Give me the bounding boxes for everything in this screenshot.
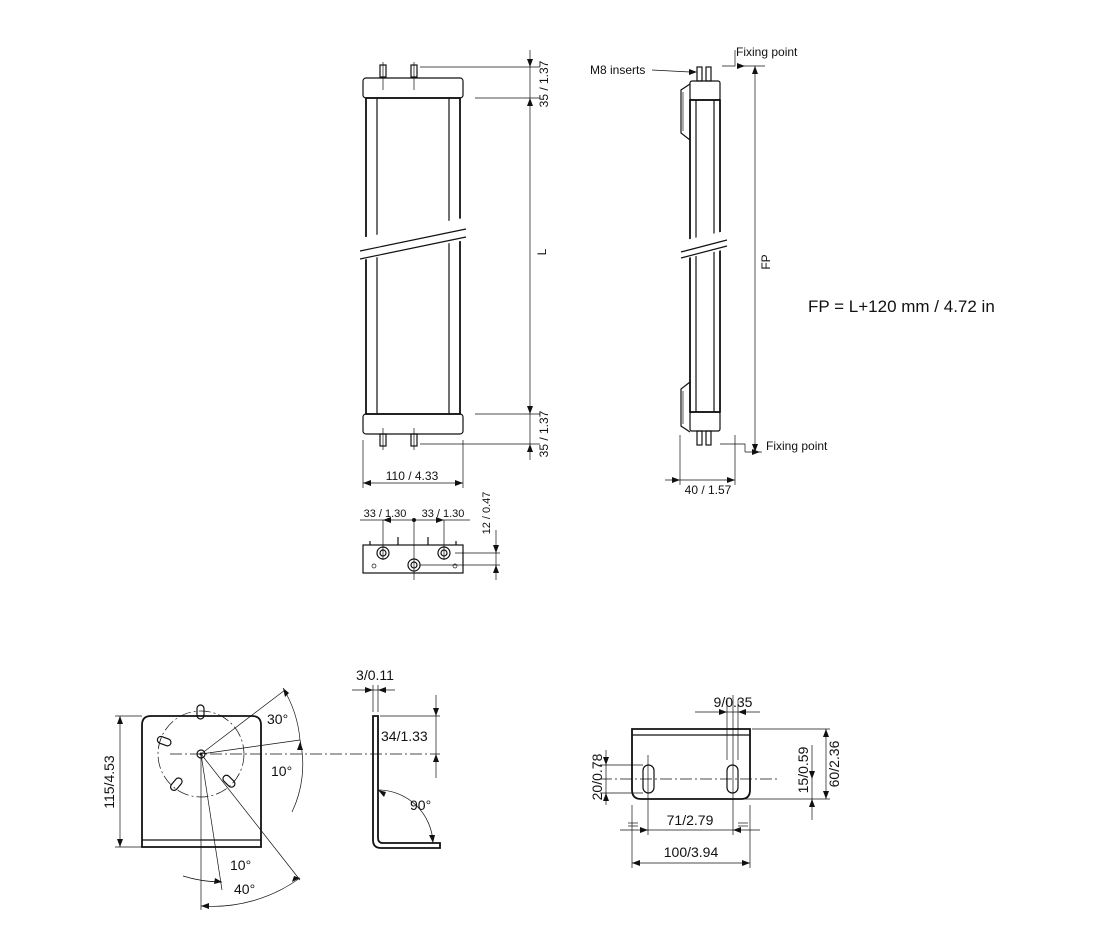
bracket-thickness-label: 3/0.11	[356, 667, 394, 683]
plate-20-label: 20/0.78	[589, 753, 605, 800]
plate-9-label: 9/0.35	[714, 694, 753, 710]
dim-top-label: 35 / 1.37	[537, 60, 551, 107]
dim-depth-label: 40 / 1.57	[685, 483, 732, 497]
angle-10-top-label: 10°	[271, 763, 292, 779]
angle-90-label: 90°	[410, 797, 431, 813]
end-cap-dim-height: 12 / 0.47	[481, 492, 493, 535]
plate-71-label: 71/2.79	[667, 812, 714, 828]
front-view: 35 / 1.37 L 35 / 1.37 110 / 4.33	[358, 50, 551, 488]
end-cap-dim-right: 33 / 1.30	[422, 508, 465, 520]
fixing-point-top-label: Fixing point	[736, 45, 798, 59]
fp-formula: FP = L+120 mm / 4.72 in	[808, 297, 995, 316]
fixing-point-bottom-label: Fixing point	[766, 439, 828, 453]
bracket-height-label: 115/4.53	[101, 755, 117, 809]
angle-10-bottom-label: 10°	[230, 857, 251, 873]
plate-100-label: 100/3.94	[664, 844, 719, 860]
bracket-plate-view: 9/0.35 20/0.78 15/0.59 60/2.36 71/2.79	[589, 694, 842, 868]
bracket-side-view: 3/0.11 34/1.33 90°	[352, 667, 441, 849]
end-cap-dim-left: 33 / 1.30	[364, 508, 407, 520]
fp-dim-label: FP	[759, 254, 773, 269]
end-cap-view: 33 / 1.30 33 / 1.30 12 / 0.47	[360, 492, 500, 580]
side-view: M8 inserts Fixing point Fixing point FP …	[590, 45, 828, 497]
bracket-front-view: 30° 10° 10° 40° 115/4.53	[101, 687, 440, 910]
angle-40-label: 40°	[234, 881, 255, 897]
dim-bottom-label: 35 / 1.37	[537, 410, 551, 457]
plate-15-label: 15/0.59	[795, 746, 811, 793]
plate-60-label: 60/2.36	[826, 740, 842, 787]
angle-30-label: 30°	[267, 711, 288, 727]
bracket-34-label: 34/1.33	[381, 728, 428, 744]
dim-length-label: L	[535, 248, 549, 255]
m8-inserts-label: M8 inserts	[590, 63, 645, 77]
dim-width-label: 110 / 4.33	[386, 469, 439, 483]
